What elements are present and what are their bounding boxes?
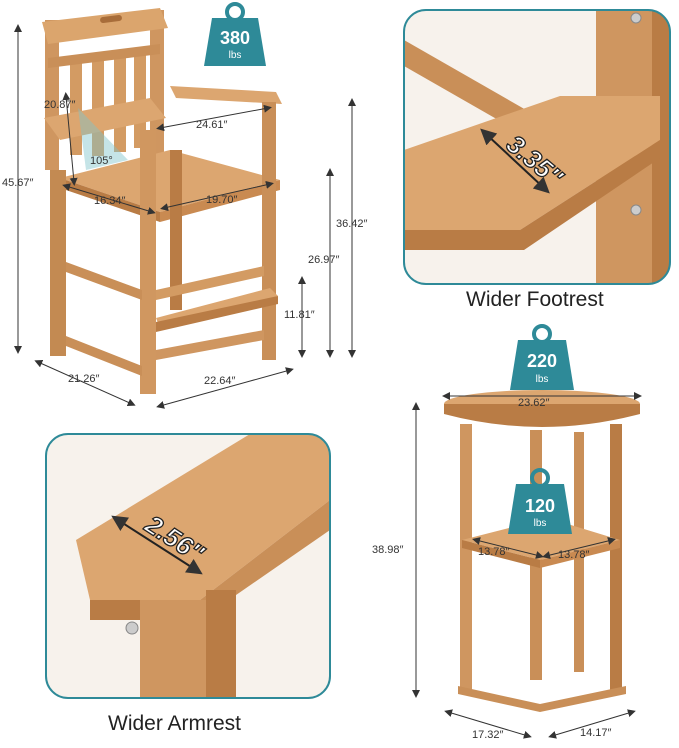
table-dimension-lines xyxy=(412,392,642,739)
dim-base-depth: 21.26″ xyxy=(68,373,100,385)
dim-arm-height: 36.42″ xyxy=(336,218,368,230)
table-shelf-capacity-unit: lbs xyxy=(534,518,547,529)
dim-seat-height: 26.97″ xyxy=(308,254,340,266)
table-shelf-capacity-value: 120 xyxy=(525,496,555,516)
chair-capacity-value: 380 xyxy=(220,28,250,48)
dim-footrest-height: 11.81″ xyxy=(284,309,315,321)
table-top-capacity-unit: lbs xyxy=(536,374,549,385)
footrest-caption: Wider Footrest xyxy=(466,288,604,311)
armrest-caption: Wider Armrest xyxy=(108,712,242,735)
table-top-capacity-value: 220 xyxy=(527,351,557,371)
dim-shelf-right: 13.78″ xyxy=(558,549,590,561)
dim-top-diameter: 23.62″ xyxy=(518,397,550,409)
chair-weight-badge: 380 lbs xyxy=(204,2,266,66)
footrest-detail-panel: 3.35″ xyxy=(403,9,671,285)
dim-base-width: 22.64″ xyxy=(204,375,236,387)
table-top-weight-badge: 220 lbs xyxy=(510,324,574,390)
chair-dimension-lines xyxy=(14,24,356,409)
dim-table-base-depth: 17.32″ xyxy=(472,729,504,741)
armrest-detail-panel: 2.56″ xyxy=(45,433,331,699)
dim-seat-depth: 16.34″ xyxy=(94,195,126,207)
dim-table-height: 38.98″ xyxy=(372,544,404,556)
chair-dimension-labels: 45.67″ 20.87″ 105° 24.61″ 16.34″ 19.70″ … xyxy=(2,99,368,387)
dim-seat-width: 19.70″ xyxy=(206,194,238,206)
dim-shelf-left: 13.78″ xyxy=(478,546,510,558)
dim-back-height: 20.87″ xyxy=(44,99,76,111)
chair-capacity-unit: lbs xyxy=(229,50,242,61)
table-shelf-weight-badge: 120 lbs xyxy=(508,468,572,534)
bar-table xyxy=(444,390,640,712)
dim-back-angle: 105° xyxy=(90,155,113,167)
table-dimension-labels: 23.62″ 38.98″ 13.78″ 13.78″ 17.32″ 14.17… xyxy=(372,397,612,741)
dim-total-height: 45.67″ xyxy=(2,177,34,189)
dim-arm-width: 24.61″ xyxy=(196,119,228,131)
dim-table-base-width: 14.17″ xyxy=(580,727,612,739)
